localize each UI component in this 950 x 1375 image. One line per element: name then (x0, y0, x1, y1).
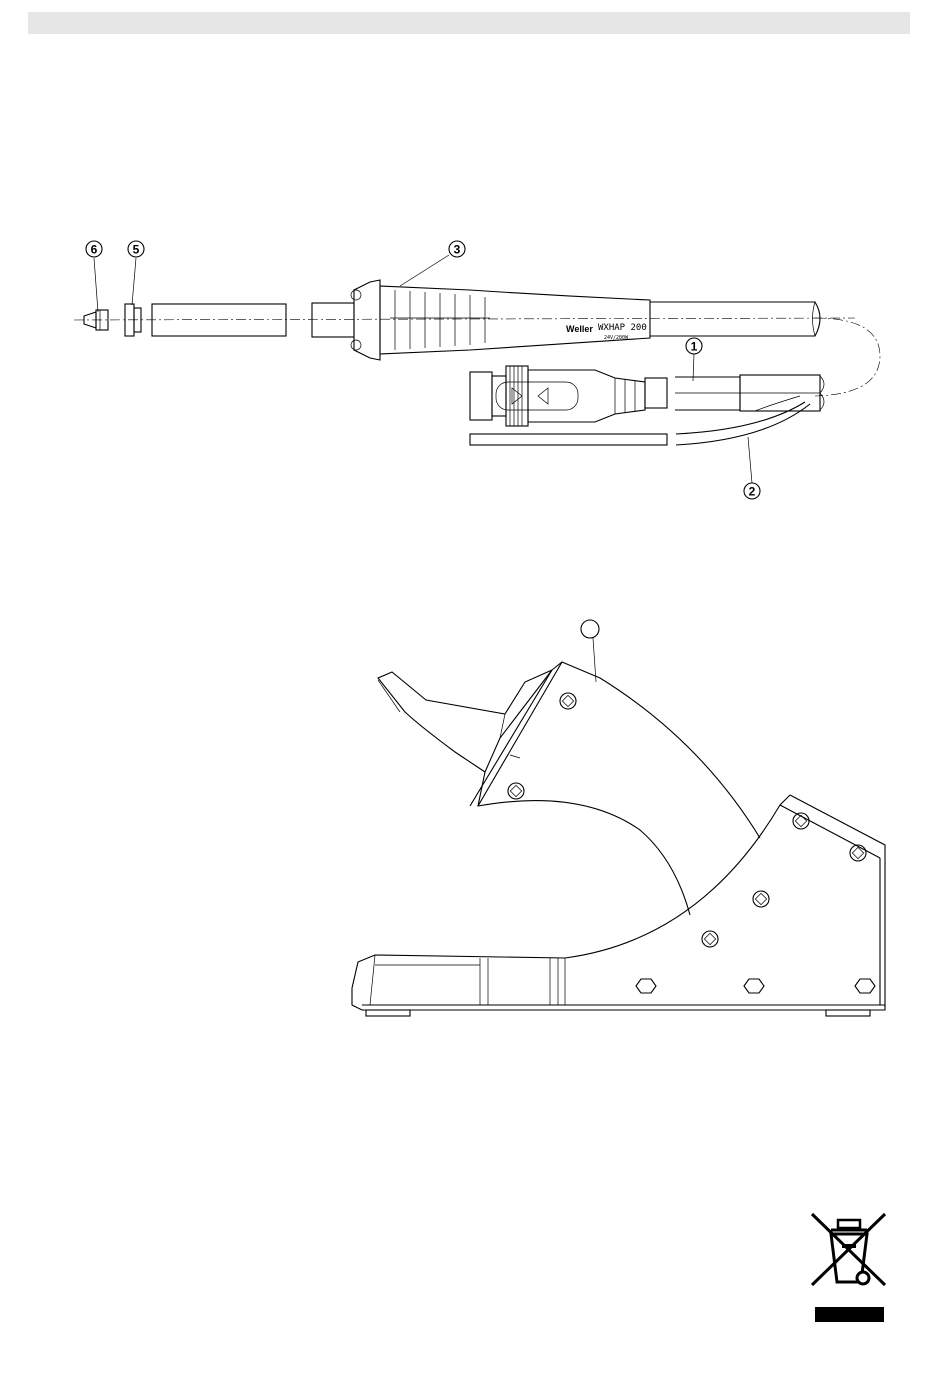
handpiece-spec: 24V/200W (604, 335, 629, 341)
callout-6: 6 (86, 241, 102, 257)
callout-1: 1 (686, 338, 702, 354)
holder-callout-circle (581, 620, 599, 638)
crossed-out-wheeled-bin-icon (812, 1214, 885, 1285)
svg-text:2: 2 (749, 485, 756, 499)
callout-2: 2 (744, 483, 760, 499)
callout-3: 3 (449, 241, 465, 257)
svg-text:5: 5 (133, 243, 140, 257)
svg-text:3: 3 (454, 243, 461, 257)
holder-screws (508, 693, 875, 993)
cable-part (675, 375, 824, 411)
svg-text:6: 6 (91, 243, 98, 257)
handpiece-model: WXHAP 200 (598, 323, 647, 333)
handle-body (312, 280, 820, 360)
weee-underline-bar (815, 1307, 884, 1322)
safety-rest-drawing (352, 620, 885, 1016)
hot-air-pencil-drawing: Weller WXHAP 200 24V/200W (74, 241, 880, 499)
callout-5: 5 (128, 241, 144, 257)
svg-text:1: 1 (691, 340, 698, 354)
air-hose-part (470, 402, 810, 445)
handpiece-brand: Weller (566, 324, 593, 334)
connector-plug (470, 366, 667, 426)
